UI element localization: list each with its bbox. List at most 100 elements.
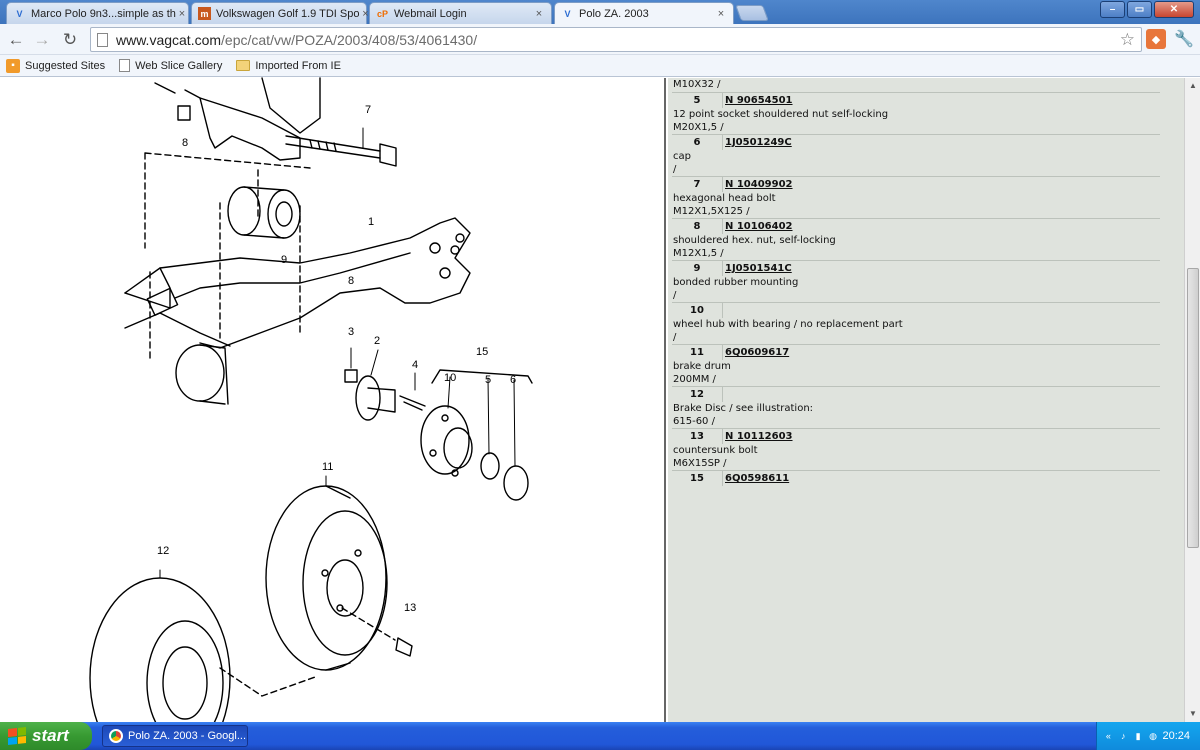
extension-icon[interactable]: ◆	[1146, 29, 1166, 49]
part-number-link[interactable]: 1J0501249C	[722, 135, 1156, 150]
address-bar[interactable]: www.vagcat.com/epc/cat/vw/POZA/2003/408/…	[90, 27, 1142, 52]
tab-title: Polo ZA. 2003	[579, 7, 649, 20]
back-arrow-icon[interactable]: ←	[7, 30, 25, 49]
item-number: 13	[690, 431, 704, 442]
part-number-link	[722, 387, 1156, 402]
callout-7: 7	[365, 104, 371, 116]
close-window-button[interactable]: ✕	[1154, 1, 1194, 18]
bookmark-web-slice-gallery[interactable]: Web Slice Gallery	[119, 59, 222, 72]
maximize-button[interactable]: ▭	[1127, 1, 1152, 18]
tab-polo-za-2003[interactable]: V Polo ZA. 2003 ×	[554, 2, 734, 24]
arm-hole	[429, 242, 441, 254]
wheel-hub-10-bore	[443, 427, 473, 469]
item-number: 15	[690, 473, 704, 484]
bookmark-star-icon[interactable]: ☆	[1119, 30, 1135, 49]
scroll-down-icon[interactable]: ▼	[1189, 709, 1197, 718]
close-tab-icon[interactable]: ×	[362, 7, 369, 20]
forward-arrow-icon[interactable]: →	[33, 30, 51, 49]
page-icon	[119, 59, 131, 72]
callout-9: 9	[281, 254, 287, 266]
close-tab-icon[interactable]: ×	[535, 7, 543, 20]
part-spec: /	[673, 290, 677, 301]
new-tab-button[interactable]	[735, 5, 769, 21]
nut-8-top	[177, 105, 191, 121]
callout-15: 15	[476, 346, 488, 358]
taskbar-item-label: Polo ZA. 2003 - Googl...	[128, 730, 247, 742]
part-spec: /	[673, 332, 677, 343]
page-icon	[97, 32, 108, 47]
m-favicon-icon: m	[198, 7, 211, 20]
arm-hole	[455, 233, 465, 243]
minimize-button[interactable]: –	[1100, 1, 1125, 18]
part-number-link[interactable]: N 10409902	[722, 177, 1156, 192]
callout-1: 1	[368, 216, 374, 228]
bookmark-imported-from-ie[interactable]: Imported From IE	[236, 60, 341, 72]
stub-axle-2-flange	[355, 375, 381, 421]
part-description: countersunk bolt	[673, 445, 758, 456]
hub-hole	[451, 469, 459, 477]
bolt-7-shaft	[285, 135, 381, 159]
bookmark-suggested-sites[interactable]: ▪ Suggested Sites	[6, 58, 105, 73]
tab-marco-polo[interactable]: V Marco Polo 9n3...simple as th ×	[6, 2, 189, 24]
tab-webmail-login[interactable]: cP Webmail Login ×	[369, 2, 552, 24]
part-spec: M12X1,5 /	[673, 248, 724, 259]
start-button[interactable]: start	[0, 722, 92, 750]
scroll-up-icon[interactable]: ▲	[1189, 81, 1197, 90]
taskbar-item-chrome[interactable]: Polo ZA. 2003 - Googl...	[102, 725, 248, 747]
part-description: Brake Disc / see illustration:	[673, 403, 814, 414]
suggested-sites-icon: ▪	[6, 58, 20, 73]
scrollbar-thumb[interactable]	[1187, 268, 1199, 548]
network-signal-icon[interactable]: ▮	[1135, 730, 1141, 741]
callout-5: 5	[485, 374, 491, 386]
tray-arrow-icon[interactable]: «	[1105, 731, 1111, 741]
vw-favicon-icon: V	[16, 8, 23, 19]
dashed-guide-2	[219, 202, 301, 339]
arm-hole	[450, 245, 460, 255]
rear-axle-exploded-diagram: 7 8 1 9 8 3 2 4 15 10 5 6 11 12 13	[89, 77, 533, 750]
dashed-guide-12	[219, 667, 319, 697]
bolt-4	[399, 395, 426, 411]
part-number-link[interactable]: 1J0501541C	[722, 261, 1156, 276]
bolt-7-thread	[309, 139, 337, 152]
window-controls: – ▭ ✕	[1100, 1, 1194, 18]
tab-title: Webmail Login	[394, 7, 467, 20]
callout-3: 3	[348, 326, 354, 338]
part-number-link[interactable]: 6Q0598611	[722, 471, 1156, 486]
callout-13: 13	[404, 602, 416, 614]
part-number-link[interactable]: 6Q0609617	[722, 345, 1156, 360]
part-number-link[interactable]: N 10106402	[722, 219, 1156, 234]
close-tab-icon[interactable]: ×	[178, 7, 186, 20]
tab-title: Marco Polo 9n3...simple as th	[31, 7, 176, 20]
item-number: 11	[690, 347, 704, 358]
mount-bracket	[199, 97, 301, 161]
speaker-icon[interactable]: ♪	[1121, 731, 1126, 741]
cap-6	[503, 465, 529, 501]
vertical-scrollbar[interactable]: ▲ ▼	[1184, 78, 1200, 722]
tab-volkswagen-golf[interactable]: m Volkswagen Golf 1.9 TDI Spo ×	[191, 2, 369, 24]
parts-row-header: 15 6Q0598611	[672, 471, 1160, 486]
leader-lines	[350, 127, 416, 391]
brake-drum-11-bore	[326, 559, 364, 617]
trailing-arm-ridge	[174, 252, 411, 299]
arm-clip	[146, 287, 179, 316]
security-icon[interactable]: ◍	[1149, 730, 1157, 741]
wrench-menu-icon[interactable]: 🔧	[1174, 31, 1194, 48]
reload-icon[interactable]: ↻	[62, 30, 78, 49]
part-description: shouldered hex. nut, self-locking	[673, 235, 836, 246]
part-spec: 615-60 /	[673, 416, 715, 427]
part-number-link[interactable]: N 10112603	[722, 429, 1156, 444]
part-spec: M12X1,5X125 /	[673, 206, 750, 217]
trailing-arm-outline	[124, 217, 471, 349]
close-tab-icon[interactable]: ×	[717, 7, 725, 20]
windows-taskbar: start Polo ZA. 2003 - Googl... « ♪ ▮ ◍ 2…	[0, 722, 1200, 750]
part-number-link[interactable]: N 90654501	[722, 93, 1156, 108]
callout-bracket-15	[431, 369, 533, 384]
leader-lines	[447, 376, 516, 467]
url-path: /epc/cat/vw/POZA/2003/408/53/4061430/	[221, 31, 478, 48]
callout-10: 10	[444, 372, 456, 384]
